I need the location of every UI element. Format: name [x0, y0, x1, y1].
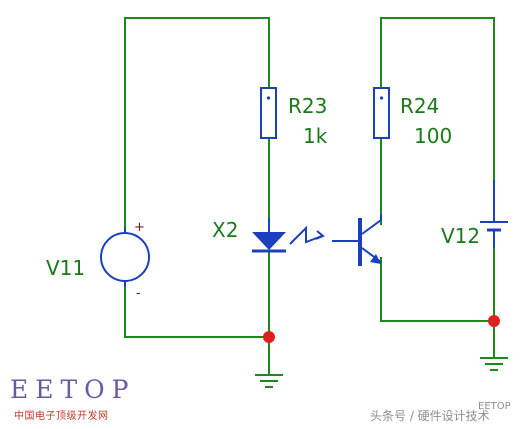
v11-label: V11 [46, 256, 85, 280]
led-emission-arrowhead-icon [315, 230, 325, 240]
resistor-r24: R24 100 [373, 87, 452, 148]
watermark-tag: EETOP [478, 401, 511, 412]
wire-emitter-to-node [380, 257, 494, 322]
r23-body [260, 87, 277, 139]
battery-v12: V12 [441, 180, 508, 248]
x2-label: X2 [212, 218, 238, 242]
v11-plus-sign: + [134, 220, 145, 235]
led-emission-arrow-icon [289, 225, 323, 245]
r23-label: R23 [288, 94, 327, 118]
eetop-logo: EETOP [10, 375, 136, 404]
voltage-source-v11: + - V11 [46, 220, 150, 301]
transistor-collector [361, 214, 382, 235]
wire-v11-bottom-to-node [124, 287, 269, 338]
r24-value: 100 [414, 124, 452, 148]
r24-pin1-dot [379, 96, 384, 100]
junction-node-left [263, 331, 275, 343]
v12-label: V12 [441, 224, 480, 248]
wire-collector-to-v12 [380, 17, 495, 225]
v11-minus-sign: - [136, 286, 141, 301]
phototransistor [332, 214, 382, 266]
wires [124, 17, 495, 375]
led-x2: X2 [212, 218, 325, 253]
v11-circle [100, 232, 150, 282]
r23-value: 1k [303, 124, 328, 148]
resistor-r23: R23 1k [260, 87, 328, 148]
r23-pin1-dot [266, 96, 271, 100]
ground-symbol-left-icon [255, 374, 283, 388]
wire-v11-top-to-r23 [124, 17, 270, 227]
transistor-emitter-arrow-icon [370, 254, 381, 264]
r24-label: R24 [400, 94, 439, 118]
led-triangle [252, 232, 286, 250]
junction-node-right [488, 315, 500, 327]
r24-body [373, 87, 390, 139]
watermark-text: 头条号 / 硬件设计技术 [370, 409, 490, 423]
eetop-subtitle: 中国电子顶级开发网 [14, 409, 109, 422]
ground-symbol-right-icon [480, 357, 508, 371]
